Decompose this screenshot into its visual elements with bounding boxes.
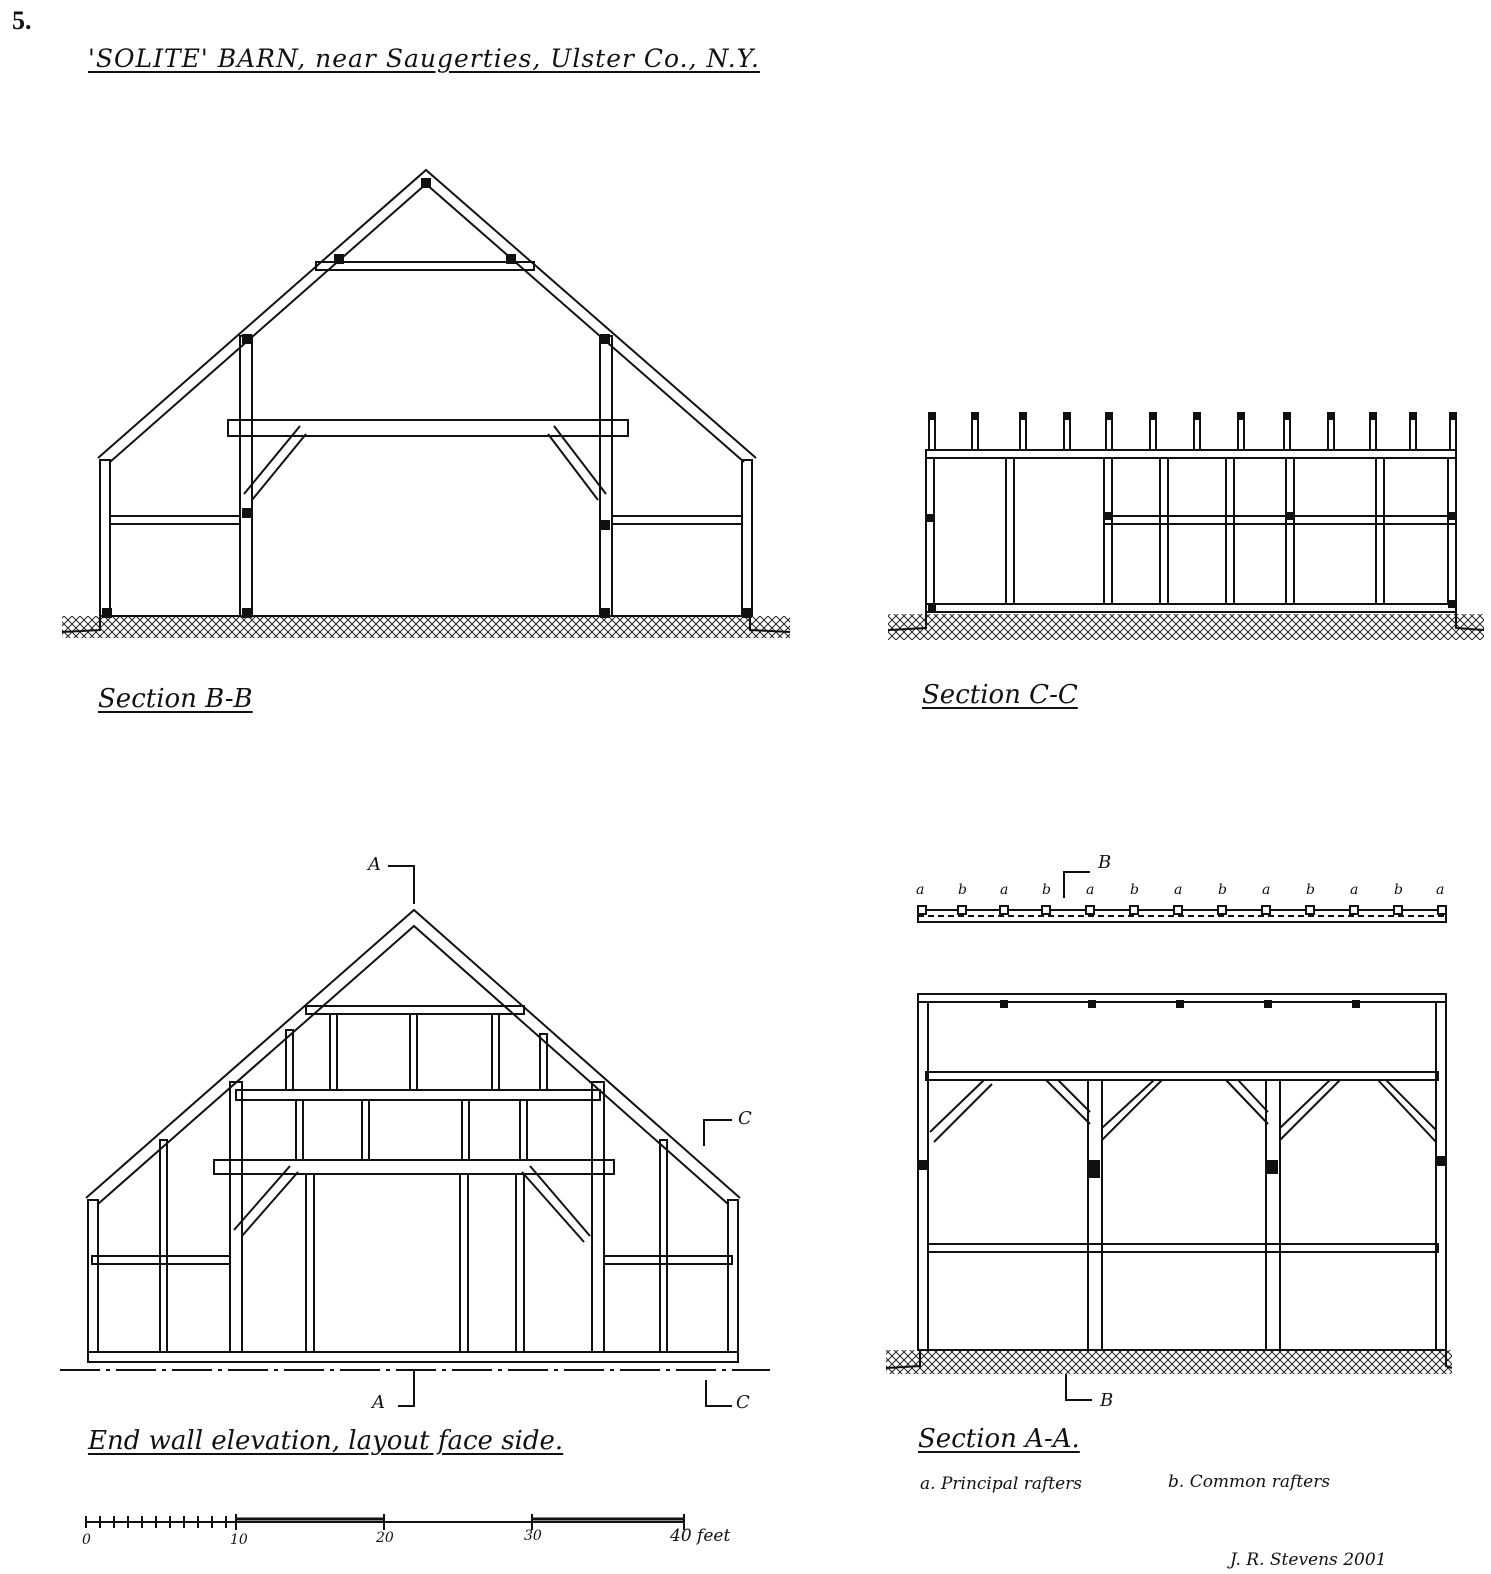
rafter-label: b xyxy=(958,882,967,898)
page-number: 5. xyxy=(12,6,32,35)
signature: J. R. Stevens 2001 xyxy=(1230,1550,1387,1570)
section-bb-left-outer-post xyxy=(99,459,111,617)
section-bb-collar-beam xyxy=(315,261,535,271)
section-aa-tie-beam xyxy=(925,1071,1439,1081)
end-wall-sill xyxy=(87,1351,739,1363)
rafter-label: a xyxy=(916,882,925,898)
section-cc-ground xyxy=(888,614,1484,640)
rafter-label: a xyxy=(1174,882,1183,898)
section-aa-marker-b-bottom: B xyxy=(1100,1390,1114,1411)
rafter-label: b xyxy=(1042,882,1051,898)
section-bb-tie-beam xyxy=(227,419,629,437)
rafter-label: b xyxy=(1306,882,1315,898)
end-wall-tie-beam xyxy=(213,1159,615,1175)
section-bb-drawing xyxy=(61,168,791,638)
legend-principal-rafters: a. Principal rafters xyxy=(920,1474,1083,1494)
section-bb-left-main-post xyxy=(239,335,253,617)
section-aa-ground xyxy=(886,1350,1452,1374)
section-bb-right-main-post xyxy=(599,335,613,617)
rafter-label: a xyxy=(1000,882,1009,898)
legend-common-rafters: b. Common rafters xyxy=(1168,1472,1331,1492)
rafter-label: b xyxy=(1394,882,1403,898)
section-aa-marker-b-top: B xyxy=(1098,852,1112,873)
scale-tick-label: 10 xyxy=(230,1532,248,1548)
section-cc-sill xyxy=(925,603,1457,613)
end-wall-marker-a-bottom: A xyxy=(372,1392,385,1413)
section-bb-right-outer-post xyxy=(741,459,753,617)
end-wall-marker-a-top: A xyxy=(368,854,381,875)
rafter-label: a xyxy=(1262,882,1271,898)
rafter-label: a xyxy=(1086,882,1095,898)
rafter-label: a xyxy=(1350,882,1359,898)
scale-tick-label: 0 xyxy=(82,1532,91,1548)
section-bb-caption: Section B-B xyxy=(98,684,253,714)
end-wall-drawing xyxy=(60,865,770,1407)
rafter-label: b xyxy=(1130,882,1139,898)
section-cc-drawing xyxy=(887,412,1485,640)
drawing-title: 'SOLITE' BARN, near Saugerties, Ulster C… xyxy=(88,44,760,73)
scale-tick-label: 40 feet xyxy=(670,1526,731,1546)
section-cc-girt xyxy=(1103,515,1457,525)
section-bb-ground xyxy=(62,616,790,638)
section-aa-drawing xyxy=(885,871,1453,1401)
end-wall-caption: End wall elevation, layout face side. xyxy=(88,1426,564,1456)
rafter-label: b xyxy=(1218,882,1227,898)
end-wall-marker-c-top: C xyxy=(738,1108,752,1129)
scale-bar xyxy=(85,1514,685,1530)
scale-tick-label: 30 xyxy=(524,1528,542,1544)
section-aa-caption: Section A-A. xyxy=(918,1424,1080,1454)
end-wall-marker-c-bottom: C xyxy=(736,1392,750,1413)
section-cc-top-plate xyxy=(925,449,1457,459)
rafter-label: a xyxy=(1436,882,1445,898)
section-cc-caption: Section C-C xyxy=(922,680,1078,710)
scale-tick-label: 20 xyxy=(376,1530,394,1546)
